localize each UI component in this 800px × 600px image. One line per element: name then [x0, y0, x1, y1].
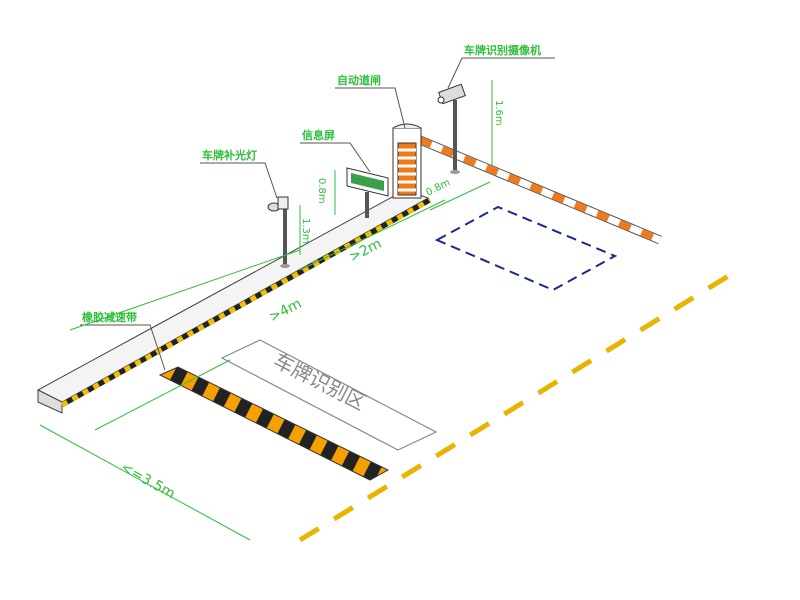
camera-icon — [437, 83, 466, 174]
dim-gate-offset: 0.8m — [424, 177, 452, 198]
dimension-lines — [39, 80, 493, 541]
recognition-zone-label: 车牌识别区 — [270, 348, 370, 415]
island-hazard-stripe-yellow — [60, 197, 432, 408]
label-camera: 车牌识别摄像机 — [464, 43, 541, 57]
safety-island — [36, 189, 430, 403]
recognition-zone — [220, 339, 438, 451]
label-screen: 信息屏 — [302, 128, 335, 142]
dim-screen-height: 0.8m — [316, 178, 327, 204]
lane-boundary-line — [298, 267, 740, 543]
label-gate: 自动道闸 — [337, 73, 381, 87]
parking-detection-area — [434, 205, 618, 292]
leader-lines — [80, 57, 555, 371]
info-screen-icon — [346, 167, 389, 218]
dim-camera-height: 1.6m — [493, 100, 504, 126]
dim-gt4m: >4m — [267, 296, 305, 326]
rubber-speed-bump — [158, 366, 390, 481]
fill-light-icon — [267, 196, 290, 268]
safety-island-face — [37, 389, 63, 414]
dim-light-height: 1.3m — [300, 218, 311, 244]
label-speed-bump: 橡胶减速带 — [82, 310, 137, 324]
label-light: 车牌补光灯 — [202, 148, 257, 162]
barrier-arm-stripes — [418, 136, 662, 244]
dim-le35m: <=3.5m — [118, 460, 178, 503]
automatic-barrier-gate — [392, 123, 422, 199]
